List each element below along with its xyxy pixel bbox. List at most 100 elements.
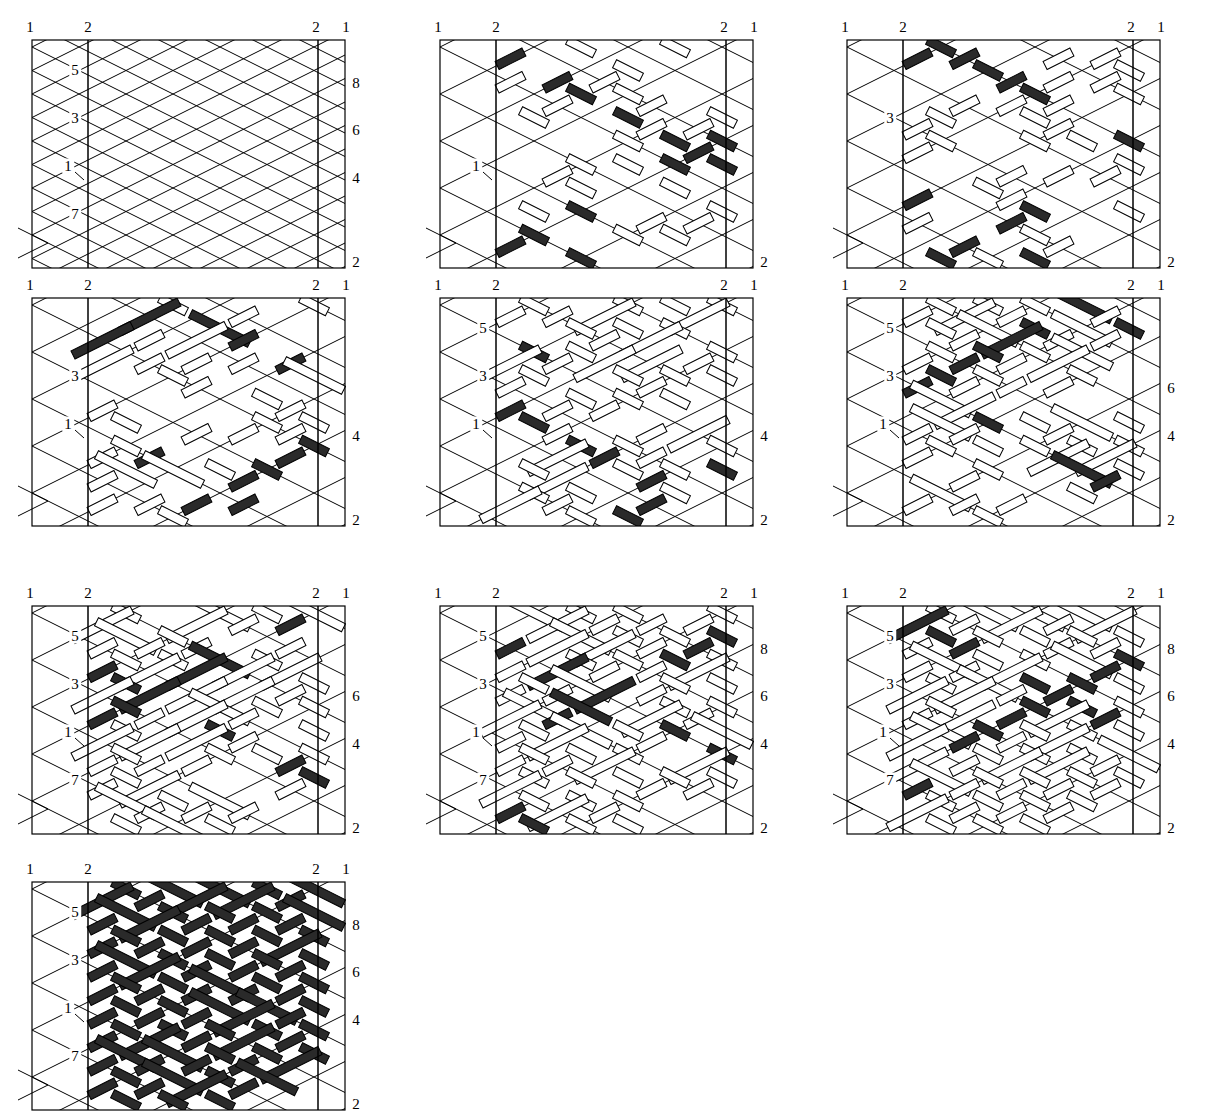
cross-mark (18, 1085, 48, 1100)
inner-edge (1132, 40, 1134, 268)
lattice-line (847, 141, 1160, 268)
white-strip (1020, 130, 1051, 151)
lattice-line (847, 399, 1160, 526)
white-strip (1114, 412, 1145, 433)
white-strip (228, 424, 259, 445)
white-strip (181, 353, 212, 374)
lattice-line (847, 79, 1160, 236)
cross-mark (426, 794, 456, 809)
white-strip (141, 806, 204, 834)
white-strip (1114, 83, 1145, 104)
white-strip (519, 107, 550, 128)
white-strip (1067, 130, 1098, 151)
lattice-line (440, 739, 753, 835)
white-strip (282, 357, 345, 395)
black-strip (228, 494, 259, 515)
callout-number: 8 (758, 642, 770, 657)
lattice-line (440, 613, 753, 770)
lattice-line (847, 478, 1160, 527)
white-strip (949, 471, 980, 492)
lattice-line (847, 606, 1160, 754)
inner-edge (495, 40, 497, 268)
callout-number: 2 (1165, 821, 1177, 836)
callout-number: 3 (477, 369, 489, 384)
cross-mark (833, 228, 863, 243)
callout-number: 6 (1165, 381, 1177, 396)
white-strip (690, 712, 753, 750)
black-strip (228, 471, 259, 492)
white-strip (707, 365, 738, 386)
lattice-line (847, 40, 1160, 141)
white-strip (1020, 107, 1051, 128)
black-strip (158, 1090, 189, 1110)
lattice-line (847, 173, 1160, 269)
inner-edge (87, 882, 89, 1110)
callout-number: 1 (24, 586, 36, 601)
panel-frame (32, 40, 345, 268)
lattice-line (32, 645, 345, 802)
weave-panel (32, 882, 346, 1110)
lattice-line (847, 645, 1160, 802)
lattice-line (32, 786, 345, 835)
panel-frame (440, 298, 753, 526)
callout-number: 2 (758, 821, 770, 836)
white-strip (111, 412, 142, 433)
white-strip (1114, 673, 1145, 694)
white-strip (902, 213, 933, 234)
black-strip (519, 412, 550, 433)
panel-frame (32, 606, 345, 834)
lattice-line (32, 606, 345, 754)
lattice-line (440, 141, 753, 268)
lattice-line (32, 606, 345, 707)
callout-number: 7 (884, 773, 896, 788)
lattice-line (32, 431, 345, 527)
white-strip (683, 213, 714, 234)
black-strip (228, 1078, 259, 1099)
white-strip (613, 767, 644, 788)
lattice-line (32, 983, 345, 1110)
callout-number: 5 (477, 629, 489, 644)
lattice-line (32, 1015, 345, 1111)
weave-panel (440, 40, 753, 268)
white-strip (158, 365, 189, 386)
lattice-line (440, 352, 753, 509)
white-strip (1114, 720, 1145, 741)
white-strip (519, 201, 550, 222)
callout-number: 5 (69, 63, 81, 78)
white-strip (636, 732, 667, 753)
cross-mark (833, 501, 863, 516)
callout-number: 6 (350, 689, 362, 704)
cross-mark (426, 809, 456, 824)
cross-mark (18, 501, 48, 516)
callout-number: 2 (758, 513, 770, 528)
panel-frame (440, 40, 753, 268)
lattice-line (847, 337, 1160, 494)
white-strip (252, 743, 283, 764)
white-strip (707, 435, 738, 456)
black-strip (1114, 130, 1145, 151)
lattice-line (440, 220, 753, 269)
black-strip (181, 494, 212, 515)
lattice-line (32, 126, 345, 269)
white-strip (1090, 166, 1121, 187)
cross-mark (18, 486, 48, 501)
callout-number: 2 (82, 586, 94, 601)
lattice-line (32, 493, 345, 526)
white-strip (566, 177, 597, 198)
white-strip (519, 459, 550, 480)
lattice-line (440, 446, 753, 526)
lattice-line (847, 126, 1160, 269)
callout-number: 2 (310, 862, 322, 877)
callout-number: 7 (477, 773, 489, 788)
callout-number: 4 (350, 737, 362, 752)
white-strip (228, 802, 259, 823)
black-strip (613, 506, 644, 526)
lattice-line (440, 478, 753, 527)
black-strip (228, 330, 259, 351)
white-strip (1043, 802, 1074, 823)
callout-number: 3 (69, 111, 81, 126)
cross-mark (833, 243, 863, 258)
callout-number: 3 (884, 369, 896, 384)
lattice-line (440, 126, 753, 269)
callout-number: 4 (1165, 429, 1177, 444)
